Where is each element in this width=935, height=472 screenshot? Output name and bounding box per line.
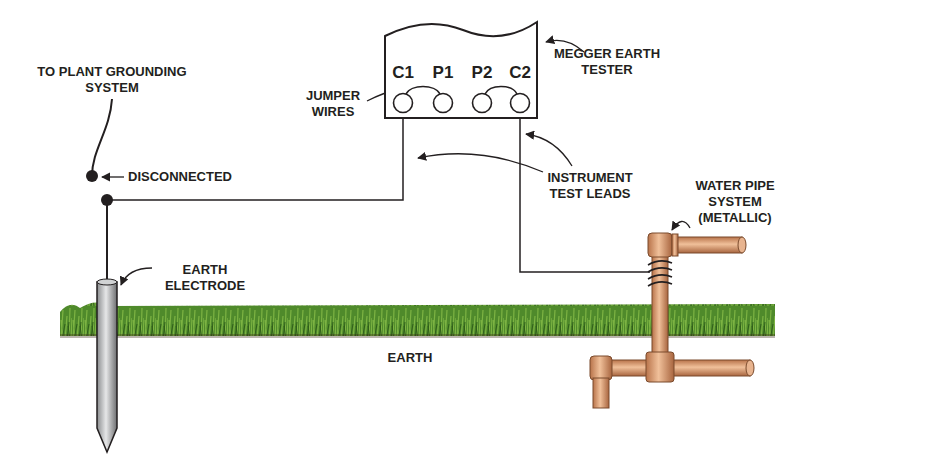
electrode-wire: [106, 200, 108, 282]
test-lead-c2: [520, 113, 650, 272]
terminal-label: P2: [467, 64, 497, 82]
callout-label: TO PLANT GROUNDING SYSTEM: [37, 64, 187, 96]
leader-arrow: [672, 221, 690, 230]
electrode-top: [97, 279, 117, 285]
pipe-end: [746, 360, 754, 376]
callout-label: WATER PIPE SYSTEM (METALLIC): [688, 178, 783, 226]
pipe-collar: [672, 234, 678, 256]
water-pipe-main: [600, 360, 750, 376]
leader-arrow: [121, 268, 152, 285]
terminal-label: P1: [428, 64, 458, 82]
lead-coil: [648, 261, 672, 286]
region-label: EARTH: [365, 350, 455, 366]
callout-label: DISCONNECTED: [128, 169, 232, 185]
pipe-end: [738, 237, 746, 253]
callout-label: MEGGER EARTH TESTER: [552, 46, 662, 78]
leader-arrow: [418, 154, 543, 172]
water-pipe-riser: [652, 250, 668, 362]
disconnected-point: [86, 170, 98, 182]
callout-label: INSTRUMENT TEST LEADS: [538, 170, 643, 202]
pipe-elbow: [648, 233, 672, 257]
callout-label: JUMPER WIRES: [298, 88, 368, 120]
terminal-label: C2: [505, 64, 535, 82]
earth-electrode: [97, 282, 117, 452]
test-lead-c1: [107, 113, 403, 200]
plant-ground-wire: [92, 99, 112, 176]
callout-label: EARTH ELECTRODE: [158, 262, 253, 294]
pipe-tee: [646, 352, 674, 382]
pipe-elbow-low: [590, 356, 612, 380]
terminal-label: C1: [388, 64, 418, 82]
pipe-drop: [593, 378, 609, 408]
leader-arrow: [526, 134, 572, 166]
earth-tester-box: C1 P1 P2 C2: [383, 18, 539, 120]
leader-arrow: [102, 176, 124, 177]
